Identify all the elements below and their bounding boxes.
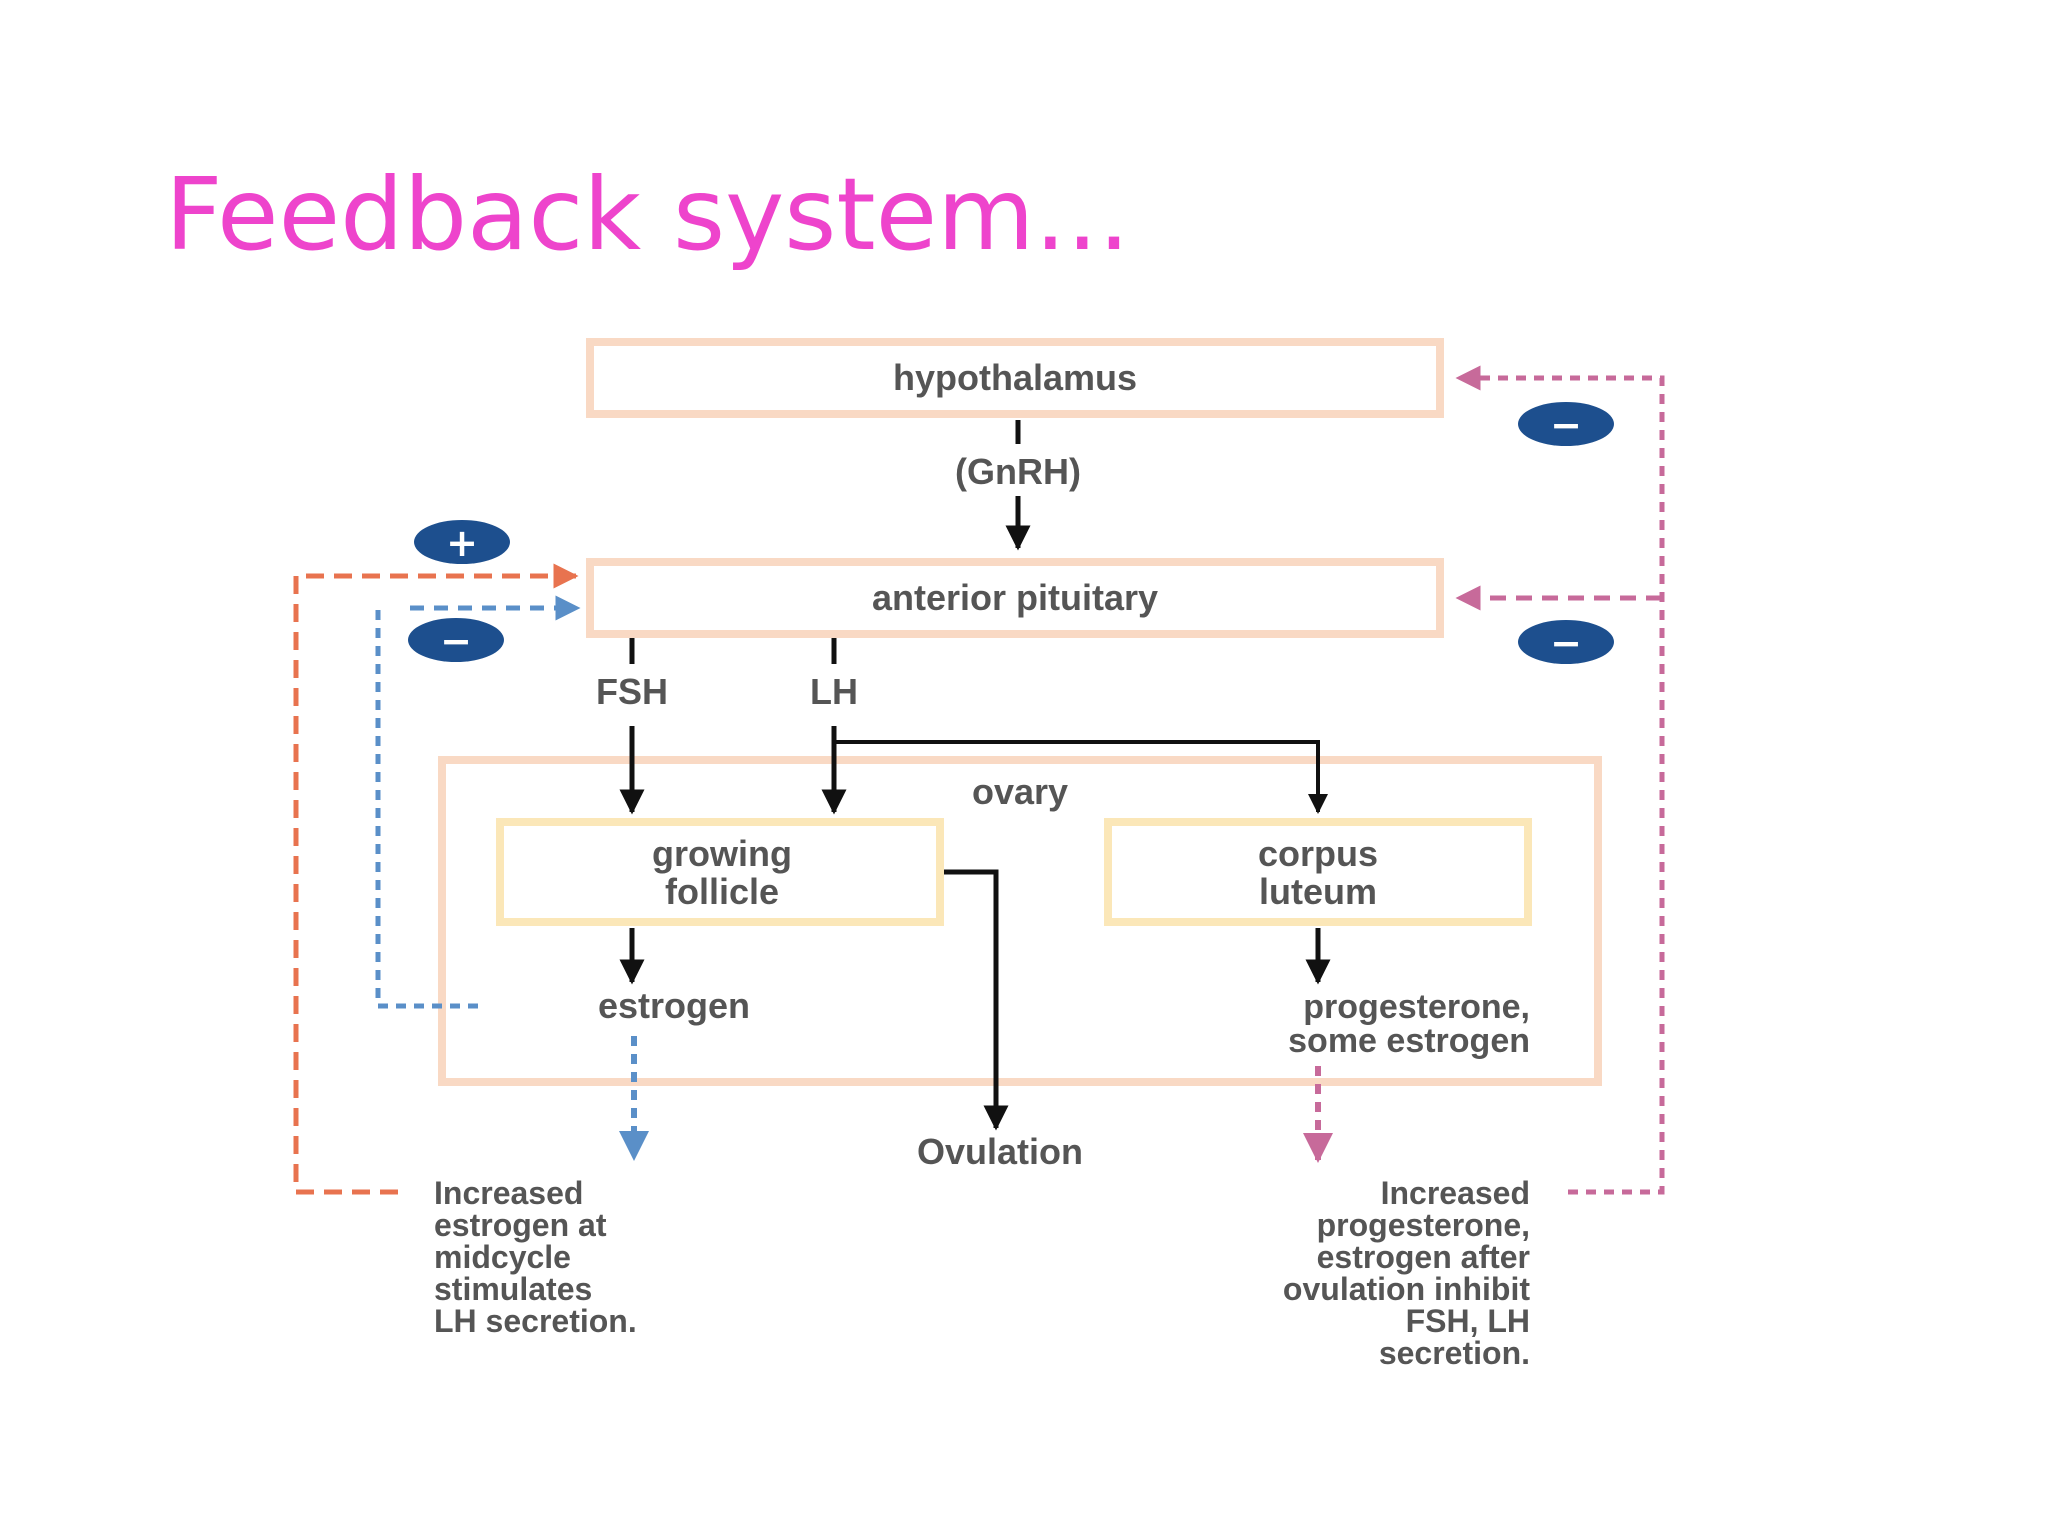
growing-follicle-label-line-2: follicle — [665, 871, 779, 912]
left-note-line-1: Increased — [434, 1175, 583, 1211]
right-note-line-6: secretion. — [1379, 1335, 1530, 1371]
growing-follicle-box — [496, 818, 944, 926]
lh-to-corpus-arrow — [834, 740, 1328, 814]
corpus-luteum-label-line-2: luteum — [1259, 871, 1377, 912]
progesterone-label-line-1: progesterone, — [1303, 988, 1530, 1026]
hypothalamus-box — [586, 338, 1444, 418]
minus-sign-text-left: − — [440, 619, 472, 663]
minus-sign-badge-top-right: − — [1518, 402, 1614, 447]
corpus-luteum-label-line-1: corpus — [1258, 833, 1378, 874]
minus-sign-text-right: − — [1550, 621, 1582, 665]
right-note-line-2: progesterone, — [1317, 1207, 1530, 1243]
anterior-pituitary-label: anterior pituitary — [872, 577, 1158, 618]
plus-sign-badge: + — [414, 520, 510, 565]
right-note-line-4: ovulation inhibit — [1283, 1271, 1530, 1307]
progesterone-label-line-2: some estrogen — [1288, 1022, 1530, 1060]
left-note-line-3: midcycle — [434, 1239, 571, 1275]
gnrh-label: (GnRH) — [955, 451, 1081, 492]
growing-follicle-label-line-1: growing — [652, 833, 792, 874]
left-note-line-4: stimulates — [434, 1271, 592, 1307]
left-note-line-2: estrogen at — [434, 1207, 607, 1243]
left-note-line-5: LH secretion. — [434, 1303, 637, 1339]
ovary-label: ovary — [972, 771, 1068, 812]
right-note-line-1: Increased — [1381, 1175, 1530, 1211]
fsh-label: FSH — [596, 671, 668, 712]
minus-sign-badge-left: − — [408, 618, 504, 663]
right-note-line-5: FSH, LH — [1406, 1303, 1530, 1339]
right-note-line-3: estrogen after — [1317, 1239, 1530, 1275]
hypothalamus-label: hypothalamus — [893, 357, 1137, 398]
corpus-luteum-box — [1104, 818, 1532, 926]
anterior-pituitary-box — [586, 558, 1444, 638]
minus-sign-text-top-right: − — [1550, 403, 1582, 447]
progesterone-feedback-line — [1455, 365, 1665, 1195]
ovulation-label: Ovulation — [917, 1131, 1083, 1172]
estrogen-feedback-line — [375, 608, 478, 1009]
ovary-box — [438, 756, 1602, 1086]
slide-title: Feedback system... — [165, 156, 1130, 273]
plus-sign-text: + — [446, 521, 478, 565]
estrogen-label: estrogen — [598, 985, 750, 1026]
follicle-to-ovulation-arrow — [944, 869, 1009, 1131]
positive-feedback-line — [293, 563, 579, 1195]
lh-label: LH — [810, 671, 858, 712]
minus-sign-badge-right: − — [1518, 620, 1614, 665]
